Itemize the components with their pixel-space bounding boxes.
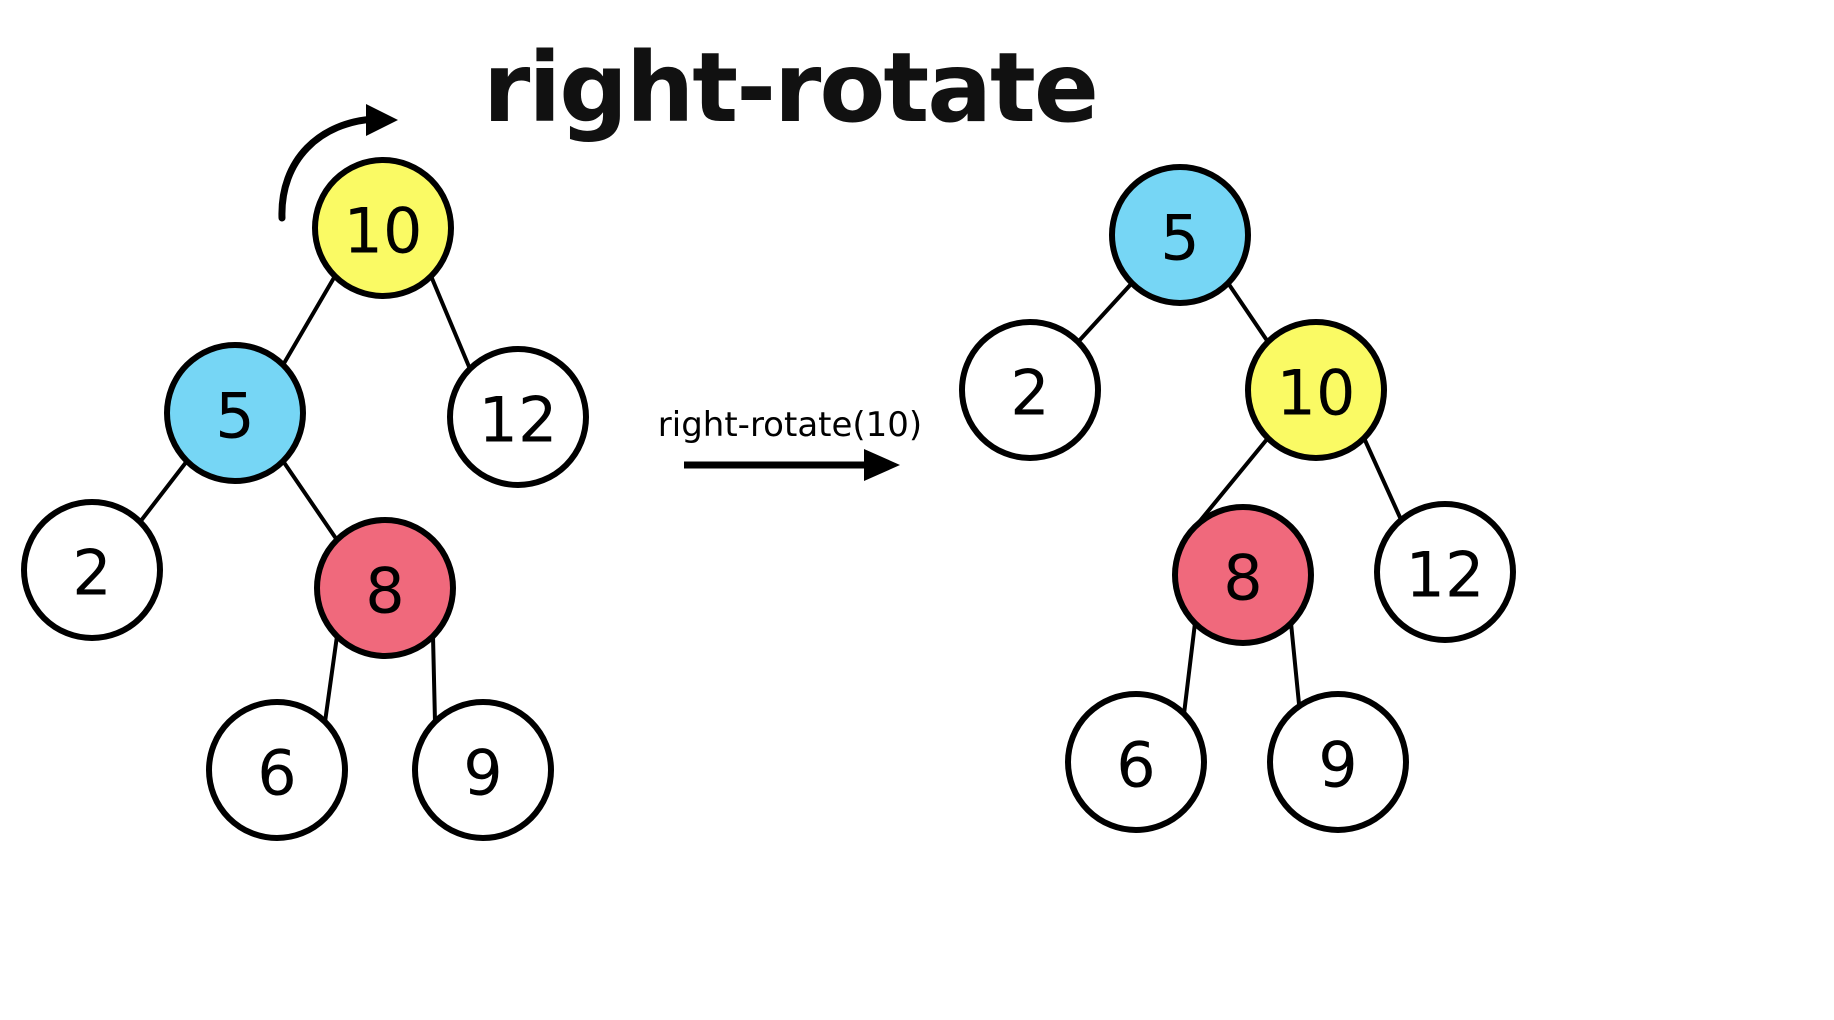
tree-after: 5 2 10 8 12 6 — [959, 164, 1516, 833]
edge-8-6 — [1182, 621, 1197, 716]
node-label: 8 — [365, 555, 404, 628]
operation-label: right-rotate(10) — [658, 405, 922, 445]
node-circle[interactable] — [1172, 504, 1314, 646]
node-label: 5 — [215, 380, 254, 453]
node-label: 10 — [344, 195, 423, 268]
node-circle[interactable] — [959, 319, 1101, 461]
clockwise-rotate-arrow-icon — [278, 104, 398, 222]
tree-before: 10 5 12 2 8 6 — [21, 104, 589, 841]
edge-10-12 — [1362, 436, 1405, 526]
node-label: 12 — [1406, 539, 1485, 612]
node-circle[interactable] — [1267, 691, 1409, 833]
node-label: 9 — [463, 737, 502, 810]
edge-5-8 — [281, 459, 339, 542]
node-label: 6 — [1116, 729, 1155, 802]
node-10-before[interactable]: 10 — [312, 157, 454, 299]
edge-5-2 — [138, 459, 189, 524]
node-6-before[interactable]: 6 — [206, 699, 348, 841]
node-circle[interactable] — [447, 346, 589, 488]
node-9-after[interactable]: 9 — [1267, 691, 1409, 833]
node-10-after[interactable]: 10 — [1245, 319, 1387, 461]
node-6-after[interactable]: 6 — [1065, 691, 1207, 833]
node-circle[interactable] — [21, 499, 163, 641]
node-circle[interactable] — [1245, 319, 1387, 461]
node-5-before[interactable]: 5 — [164, 342, 306, 484]
node-circle[interactable] — [1109, 164, 1251, 306]
edge-5-10 — [1226, 281, 1270, 344]
node-circle[interactable] — [1374, 501, 1516, 643]
edge-8-6 — [323, 634, 339, 724]
node-2-after[interactable]: 2 — [959, 319, 1101, 461]
node-circle[interactable] — [412, 699, 554, 841]
node-circle[interactable] — [312, 157, 454, 299]
operation-annotation: right-rotate(10) — [658, 405, 922, 481]
node-label: 2 — [1010, 357, 1049, 430]
edge-5-2 — [1076, 281, 1134, 344]
node-circle[interactable] — [1065, 691, 1207, 833]
edge-10-12 — [429, 274, 472, 371]
edge-10-8 — [1193, 436, 1270, 529]
node-12-after[interactable]: 12 — [1374, 501, 1516, 643]
node-label: 5 — [1160, 202, 1199, 275]
edge-8-9 — [1289, 621, 1302, 716]
node-8-before[interactable]: 8 — [314, 517, 456, 659]
edge-8-9 — [431, 634, 437, 724]
node-label: 12 — [479, 384, 558, 457]
node-circle[interactable] — [206, 699, 348, 841]
node-12-before[interactable]: 12 — [447, 346, 589, 488]
node-2-before[interactable]: 2 — [21, 499, 163, 641]
node-8-after[interactable]: 8 — [1172, 504, 1314, 646]
node-circle[interactable] — [164, 342, 306, 484]
node-label: 6 — [257, 737, 296, 810]
node-label: 10 — [1277, 357, 1356, 430]
tree-before-edges — [138, 274, 472, 724]
page-title: right-rotate — [483, 32, 1097, 144]
node-label: 2 — [72, 537, 111, 610]
node-9-before[interactable]: 9 — [412, 699, 554, 841]
node-label: 8 — [1223, 542, 1262, 615]
tree-after-edges — [1076, 281, 1405, 716]
node-circle[interactable] — [314, 517, 456, 659]
right-arrow-icon — [684, 449, 900, 481]
node-5-after[interactable]: 5 — [1109, 164, 1251, 306]
node-label: 9 — [1318, 729, 1357, 802]
edge-10-5 — [281, 274, 337, 367]
